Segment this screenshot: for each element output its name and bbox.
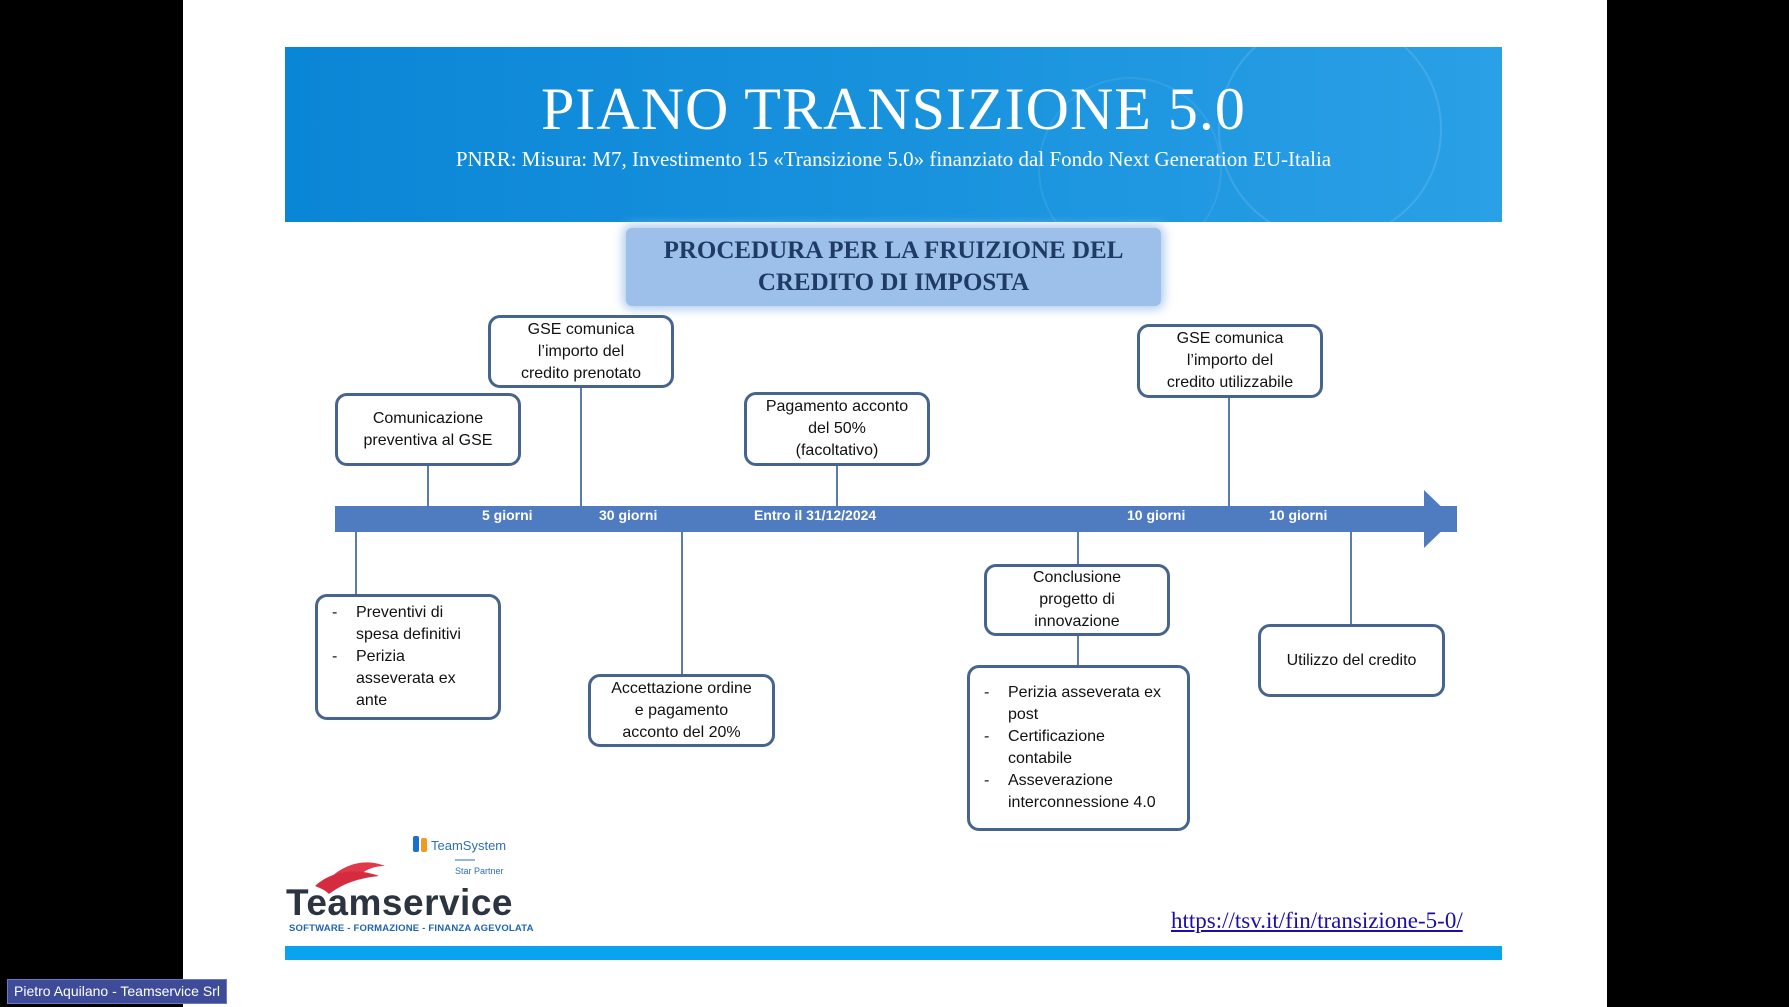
- list-item: - Perizia asseverata ex ante: [332, 646, 461, 712]
- list-item-text: Perizia asseverata ex post: [1008, 684, 1161, 723]
- step-text: Conclusione progetto di innovazione: [1032, 569, 1122, 630]
- step-pagamento-acconto-50: Pagamento acconto del 50% (facoltativo): [744, 392, 930, 466]
- step-utilizzo-credito: Utilizzo del credito: [1258, 624, 1445, 697]
- teamsystem-mark-icon: [413, 836, 419, 852]
- connector-line: [1077, 532, 1079, 565]
- list-marker: -: [984, 772, 990, 789]
- step-text: Accettazione ordine e pagamento acconto …: [611, 679, 752, 741]
- connector-line: [1350, 532, 1352, 626]
- connector-line: [1077, 634, 1079, 666]
- partner-level: Star Partner: [455, 866, 504, 876]
- slide-title: PIANO TRANSIZIONE 5.0: [541, 76, 1246, 142]
- list-item: - Certificazione contabile: [984, 726, 1161, 770]
- step-list: - Perizia asseverata ex post - Certificazi…: [984, 682, 1161, 814]
- list-item-text: Certificazione contabile: [1008, 728, 1105, 767]
- list-item: - Preventivi di spesa definitivi: [332, 602, 461, 646]
- eagle-head-icon: [315, 871, 379, 894]
- header-decoration: [1218, 47, 1442, 222]
- timeline-label: 10 giorni: [1127, 507, 1186, 523]
- participant-name-tag: Pietro Aquilano - Teamservice Srl: [7, 979, 227, 1004]
- presentation-slide: PIANO TRANSIZIONE 5.0 PNRR: Misura: M7, …: [183, 0, 1607, 1007]
- step-text: GSE comunica l’importo del credito preno…: [520, 320, 642, 382]
- step-text: Pagamento acconto del 50% (facoltativo): [765, 398, 909, 459]
- list-item-text: Asseverazione interconnessione 4.0: [1008, 772, 1156, 811]
- connector-line: [1228, 397, 1230, 506]
- list-item: - Perizia asseverata ex post: [984, 682, 1161, 726]
- list-item: - Asseverazione interconnessione 4.0: [984, 770, 1161, 814]
- step-list: - Preventivi di spesa definitivi - Perizia…: [332, 602, 461, 712]
- step-accettazione-ordine: Accettazione ordine e pagamento acconto …: [588, 674, 775, 747]
- teamsystem-brand: TeamSystem: [431, 838, 507, 853]
- timeline-label: 30 giorni: [599, 507, 658, 523]
- connector-line: [681, 532, 683, 675]
- brand-tagline: SOFTWARE - FORMAZIONE - FINANZA AGEVOLAT…: [289, 923, 534, 934]
- step-text: Comunicazione preventiva al GSE: [363, 409, 493, 449]
- teamsystem-mark-icon: [421, 838, 427, 852]
- slide-header: PIANO TRANSIZIONE 5.0 PNRR: Misura: M7, …: [285, 47, 1502, 222]
- timeline-label: 10 giorni: [1269, 507, 1328, 523]
- timeline-label: Entro il 31/12/2024: [754, 507, 877, 523]
- connector-line: [836, 465, 838, 506]
- list-marker: -: [984, 684, 990, 701]
- list-marker: -: [332, 604, 338, 621]
- timeline-axis: [335, 506, 1457, 532]
- list-item-text: Perizia asseverata ex ante: [356, 648, 456, 709]
- slide-subtitle: PNRR: Misura: M7, Investimento 15 «Trans…: [455, 147, 1332, 171]
- step-text: Utilizzo del credito: [1286, 651, 1417, 669]
- step-perizia-ex-post: - Perizia asseverata ex post - Certificazi…: [967, 665, 1190, 831]
- step-text: GSE comunica l’importo del credito utili…: [1166, 330, 1294, 391]
- list-item-text: Preventivi di spesa definitivi: [356, 604, 461, 643]
- step-gse-credito-prenotato: GSE comunica l’importo del credito preno…: [488, 315, 674, 388]
- connector-line: [427, 465, 429, 506]
- timeline-label: 5 giorni: [482, 507, 533, 523]
- list-marker: -: [332, 648, 338, 665]
- step-gse-credito-utilizzabile: GSE comunica l’importo del credito utili…: [1137, 324, 1323, 398]
- connector-line: [355, 532, 357, 595]
- transizione-link[interactable]: https://tsv.it/fin/transizione-5-0/: [1171, 908, 1463, 933]
- teamservice-logo: [315, 836, 475, 894]
- timeline-arrowhead: [1424, 490, 1454, 548]
- step-conclusione-progetto: Conclusione progetto di innovazione: [984, 564, 1170, 636]
- footer-bar: [285, 946, 1502, 960]
- procedure-title-box: PROCEDURA PER LA FRUIZIONE DEL CREDITO D…: [626, 228, 1161, 306]
- procedure-title: PROCEDURA PER LA FRUIZIONE DEL CREDITO D…: [663, 237, 1124, 296]
- list-marker: -: [984, 728, 990, 745]
- brand-name: Teamservice: [286, 882, 513, 923]
- connector-line: [580, 387, 582, 506]
- step-comunicazione-preventiva: Comunicazione preventiva al GSE: [335, 393, 521, 466]
- step-preventivi-perizia-ex-ante: - Preventivi di spesa definitivi - Perizia…: [315, 594, 501, 720]
